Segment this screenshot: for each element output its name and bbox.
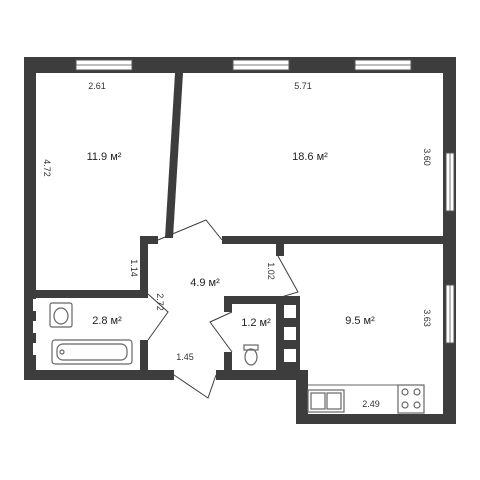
kitchen-area: 9.5 м² [345,315,375,327]
wall-hall-left [140,236,148,294]
sink-icon [49,302,73,328]
door-kitchen [277,255,299,299]
inner-walls [24,73,443,380]
kitchen-sink-icon [307,389,345,413]
dim-left-width: 2.61 [88,81,106,91]
dim-main-width: 5.71 [294,81,312,91]
wall-bath-right [140,340,148,380]
shaft-cells [33,299,296,362]
wall-bath-top [24,290,148,298]
dim-left-height: 4.72 [42,159,52,177]
dim-kitchen-height: 3.63 [422,309,432,327]
bathtub-icon [51,339,133,365]
room-main-area: 18.6 м² [292,151,328,163]
dim-hall-kitchen: 1.02 [266,262,276,280]
door-hall-left-room [157,219,223,241]
wall-toilet-left-bottom [224,352,232,380]
wall-hall-top-right [222,236,443,244]
wall-toilet-top [224,296,296,304]
fixtures [49,302,425,414]
bathroom-area: 2.8 м² [92,315,122,327]
doors [147,219,299,399]
toilet-icon [243,344,259,366]
dim-main-height: 3.60 [422,148,432,166]
wall-bottom-left [24,370,174,380]
wall-hall-top-left [140,236,158,244]
wall-kitchen-left [296,370,308,424]
dim-entry-width: 1.45 [176,352,194,362]
hall-area: 4.9 м² [190,277,220,289]
door-toilet [209,311,233,353]
area-labels: 11.9 м² 18.6 м² 4.9 м² 2.8 м² 1.2 м² 9.5… [87,151,376,329]
door-entrance [173,374,217,399]
stove-icon [397,384,425,414]
dim-kitchen-width: 2.49 [362,399,380,409]
dim-hall-side: 2.72 [155,293,165,311]
wall-kitchen-stub [276,236,284,256]
dim-hall-door: 1.14 [129,259,139,277]
toilet-area: 1.2 м² [241,317,271,329]
wall-room-divider [165,73,183,238]
wall-bottom-mid [216,370,296,380]
wall-toilet-left-top [224,296,232,312]
room-left-area: 11.9 м² [87,151,122,163]
wall-bottom-right [296,414,456,424]
wall-right [443,57,456,424]
dimension-labels: 2.61 5.71 4.72 3.60 1.14 2.72 1.02 3.63 … [42,81,432,409]
door-bathroom [147,293,169,341]
